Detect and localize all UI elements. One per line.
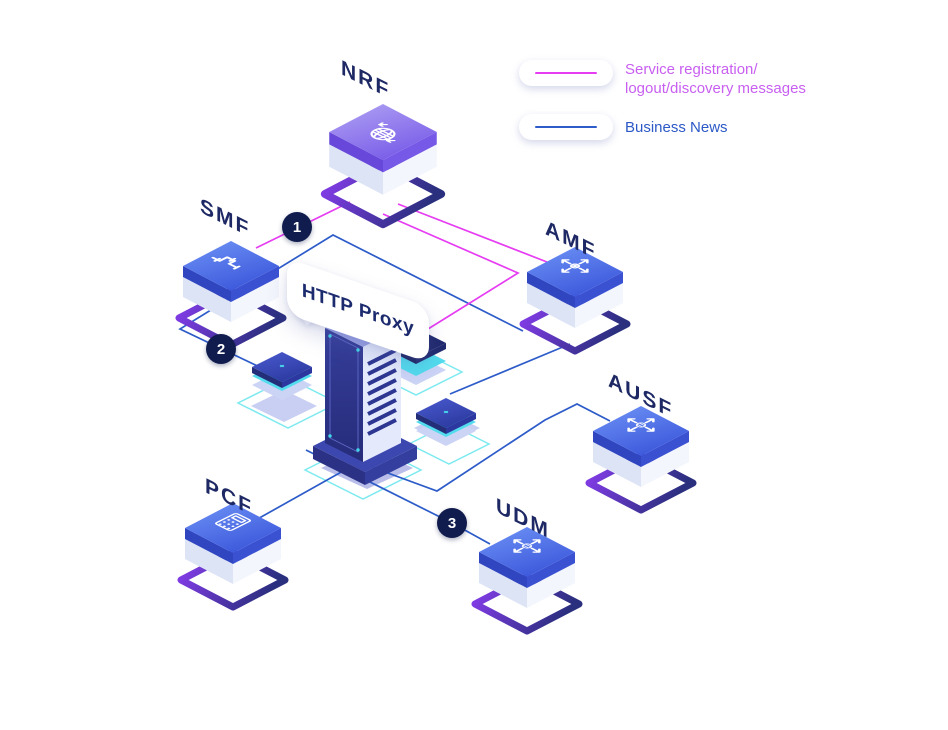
step-badge-2: 2 <box>206 334 236 364</box>
chip-glyph-icon <box>279 364 285 368</box>
legend: Service registration/ logout/discovery m… <box>519 60 806 140</box>
blue-line-sample <box>535 126 597 128</box>
microservice-chip <box>416 398 476 446</box>
sphere-arrows-icon <box>627 418 655 432</box>
move-arrows-icon <box>561 259 589 273</box>
calculator-icon <box>214 513 252 531</box>
legend-item-service-messages: Service registration/ logout/discovery m… <box>519 60 806 98</box>
step-badge-1: 1 <box>282 212 312 242</box>
legend-label-service: Service registration/ logout/discovery m… <box>625 61 806 97</box>
chip-glyph-icon <box>443 410 449 414</box>
sphere-arrows-icon <box>513 539 541 553</box>
globe-icon <box>370 122 396 143</box>
microservice-chip <box>252 352 312 400</box>
legend-swatch-magenta <box>519 60 613 86</box>
legend-label-business: Business News <box>625 118 728 136</box>
legend-swatch-blue <box>519 114 613 140</box>
step-badge-3: 3 <box>437 508 467 538</box>
magenta-line-sample <box>535 72 597 74</box>
pipeline-icon <box>211 256 241 270</box>
legend-item-business-news: Business News <box>519 114 806 140</box>
